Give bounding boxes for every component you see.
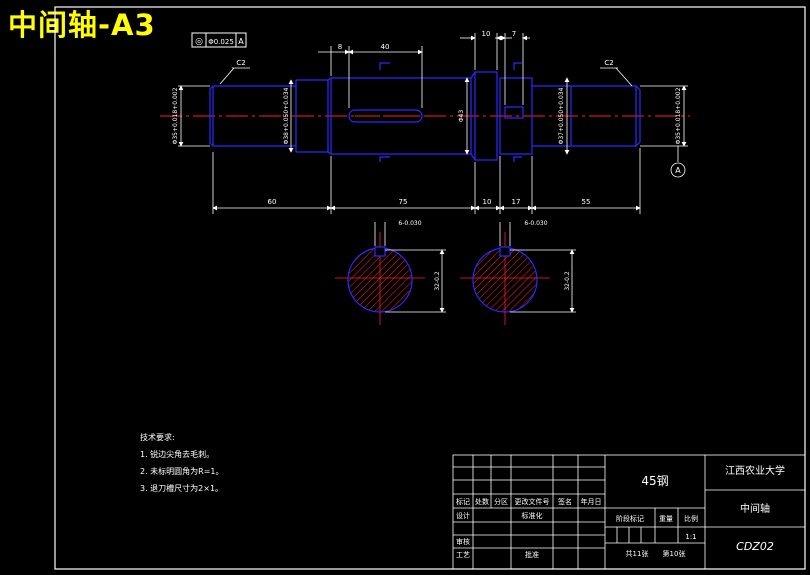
- drawing-frame: [54, 6, 806, 570]
- diameter-d2: Φ38+0.050+0.034: [283, 87, 290, 144]
- dimension-texts: 60 75 10 17 55 8 40 10 7 C2 C2 A: [236, 30, 681, 206]
- section-left-width: 6-0.030: [398, 220, 421, 227]
- diameter-texts: Φ35+0.018+0.002 Φ38+0.050+0.034 Φ43 Φ37+…: [172, 87, 682, 144]
- diameter-d5: Φ35+0.018+0.002: [675, 87, 682, 144]
- school-name: 江西农业大学: [725, 464, 785, 477]
- shaft-outline: [209, 71, 641, 161]
- section-markers: [379, 62, 522, 162]
- tolerance-value: Φ0.025: [208, 38, 234, 46]
- section-left-depth: 32-0.2: [434, 271, 441, 291]
- diameter-d4: Φ37+0.050+0.034: [558, 87, 565, 144]
- header-sign: 签名: [558, 497, 572, 506]
- dim-40: 40: [381, 43, 390, 51]
- notes-heading: 技术要求:: [140, 432, 175, 442]
- note-3: 3. 退刀槽尺寸为2×1。: [140, 483, 223, 493]
- row-process: 工艺: [456, 551, 470, 559]
- header-zone: 分区: [494, 497, 508, 506]
- geometric-tolerance-frame: ◎ Φ0.025 A: [191, 32, 247, 48]
- technical-notes: 技术要求: 1. 锐边尖角去毛刺。 2. 未标明圆角为R=1。 3. 退刀槽尺寸…: [140, 432, 224, 493]
- row-standard: 标准化: [522, 511, 543, 520]
- header-change-doc: 更改文件号: [515, 497, 550, 506]
- dim-55: 55: [582, 198, 591, 206]
- title-block: [452, 454, 806, 570]
- stage-label: 阶段标记: [616, 514, 644, 523]
- row-approve: 批准: [525, 550, 539, 559]
- dim-60: 60: [268, 198, 277, 206]
- chamfer-right: C2: [604, 59, 613, 67]
- dim-10-bottom: 10: [483, 198, 492, 206]
- section-right-depth: 32-0.2: [564, 271, 571, 291]
- datum-a-label: A: [675, 166, 681, 175]
- section-view-left: 6-0.030 32-0.2: [335, 220, 446, 325]
- dim-75: 75: [399, 198, 408, 206]
- dim-8: 8: [338, 43, 342, 51]
- header-date: 年月日: [581, 497, 602, 506]
- diameter-d1: Φ35+0.018+0.002: [172, 87, 179, 144]
- title-block-texts: 45钢 江西农业大学 中间轴 CDZ02 标记 处数 分区 更改文件号 签名 年…: [456, 464, 785, 559]
- chamfer-left: C2: [236, 59, 245, 67]
- header-count: 处数: [475, 497, 489, 506]
- weight-label: 重量: [659, 515, 673, 523]
- concentricity-symbol: ◎: [195, 37, 203, 47]
- drawing-number: CDZ02: [736, 540, 774, 553]
- scale-label: 比例: [684, 514, 698, 523]
- dimension-lines: [178, 33, 688, 214]
- scale-value: 1:1: [685, 533, 696, 541]
- page-title: 中间轴-A3: [8, 8, 156, 42]
- note-1: 1. 锐边尖角去毛刺。: [140, 449, 214, 459]
- dim-10-top: 10: [482, 30, 491, 38]
- part-name: 中间轴: [740, 502, 770, 515]
- sheet-total: 共11张: [626, 549, 649, 558]
- diameter-d3: Φ43: [458, 110, 465, 123]
- row-design: 设计: [456, 511, 470, 520]
- dim-17: 17: [512, 198, 521, 206]
- dim-7: 7: [512, 30, 516, 38]
- material: 45钢: [641, 474, 668, 488]
- header-mark: 标记: [456, 497, 470, 506]
- tolerance-datum: A: [238, 37, 244, 46]
- section-right-width: 6-0.030: [524, 220, 547, 227]
- section-view-right: 6-0.030 32-0.2: [460, 220, 576, 325]
- row-review: 审核: [456, 537, 470, 546]
- note-2: 2. 未标明圆角为R=1。: [140, 466, 224, 476]
- sheet-number: 第10张: [663, 549, 686, 558]
